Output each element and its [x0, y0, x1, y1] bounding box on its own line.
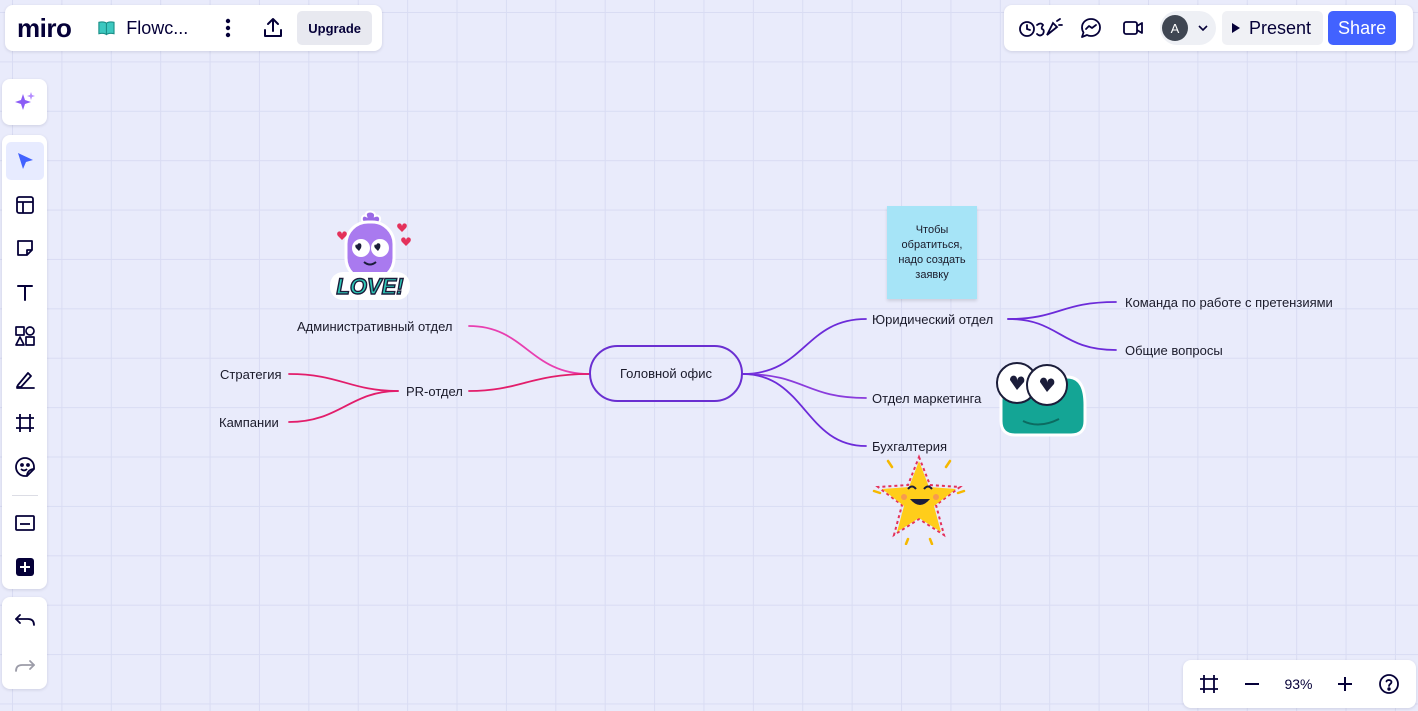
connector-legal	[742, 318, 867, 375]
chat-icon	[1081, 18, 1101, 38]
upgrade-button[interactable]: Upgrade	[297, 11, 372, 45]
zoom-in-button[interactable]	[1336, 675, 1354, 693]
reactions-button[interactable]	[1018, 11, 1064, 45]
minus-icon	[1244, 683, 1259, 685]
more-options-button[interactable]	[216, 11, 239, 45]
frame-tool[interactable]	[6, 404, 44, 442]
node-marketing[interactable]: Отдел маркетинга	[872, 391, 982, 406]
sparkle-icon	[14, 92, 35, 110]
smiling-star-sticker[interactable]	[872, 453, 966, 545]
stickers-icon	[14, 456, 35, 477]
book-icon	[98, 21, 115, 36]
sticky-note[interactable]: Чтобы обратиться, надо создать заявку	[887, 206, 977, 299]
connector-general	[1007, 318, 1117, 351]
zoom-level[interactable]: 93%	[1284, 676, 1313, 692]
fit-to-screen-button[interactable]	[1199, 674, 1219, 694]
video-icon	[1123, 21, 1143, 35]
undo-button[interactable]	[6, 601, 44, 639]
collaboration-panel: A Present Share	[1004, 5, 1413, 51]
text-tool[interactable]	[6, 273, 44, 311]
avatar[interactable]: A	[1162, 15, 1188, 41]
node-general[interactable]: Общие вопросы	[1125, 343, 1223, 358]
templates-tool[interactable]	[6, 186, 44, 224]
sticky-note-icon	[16, 240, 33, 257]
connector-strategy	[288, 373, 399, 392]
frame-icon	[15, 414, 34, 433]
zoom-out-button[interactable]	[1243, 675, 1261, 693]
node-claims-team[interactable]: Команда по работе с претензиями	[1125, 295, 1333, 310]
love-sticker[interactable]: LOVE!	[328, 208, 418, 304]
shapes-tool[interactable]	[6, 317, 44, 355]
node-admin[interactable]: Административный отдел	[297, 319, 453, 334]
redo-icon	[14, 660, 35, 672]
plus-icon	[1338, 677, 1353, 691]
chevron-down-icon	[1198, 25, 1208, 31]
text-icon	[16, 284, 33, 301]
card-icon	[14, 515, 35, 532]
pen-icon	[15, 372, 35, 390]
add-icon	[15, 558, 34, 577]
central-node[interactable]: Головной офис	[589, 345, 743, 402]
ai-assist-button[interactable]	[6, 83, 44, 121]
help-button[interactable]	[1378, 673, 1400, 695]
redo-button[interactable]	[6, 647, 44, 685]
board-header-panel: miro Flowc... Upgrade	[5, 5, 382, 51]
history-toolbar	[2, 597, 47, 689]
connector-claims	[1007, 301, 1117, 320]
pen-tool[interactable]	[6, 361, 44, 399]
shapes-icon	[14, 325, 35, 346]
stickers-tool[interactable]	[6, 448, 44, 486]
heart-eyes-sticker[interactable]	[995, 355, 1087, 437]
collaborators-menu[interactable]: A	[1160, 11, 1216, 45]
cursor-icon	[17, 152, 33, 169]
sticky-note-tool[interactable]	[6, 229, 44, 267]
board-title[interactable]: Flowc...	[126, 17, 189, 38]
frame-icon	[1199, 675, 1218, 693]
vertical-dots-icon	[225, 18, 230, 38]
connector-pr	[468, 373, 590, 392]
upload-icon	[264, 18, 283, 37]
play-icon	[1232, 23, 1240, 33]
present-label: Present	[1249, 17, 1312, 38]
connector-accounting	[742, 373, 867, 447]
select-tool[interactable]	[5, 142, 44, 180]
ai-toolbar	[2, 79, 47, 125]
node-campaigns[interactable]: Кампании	[219, 415, 279, 430]
node-legal[interactable]: Юридический отдел	[872, 312, 994, 327]
export-button[interactable]	[259, 11, 287, 45]
node-accounting[interactable]: Бухгалтерия	[872, 439, 948, 454]
connector-marketing	[742, 373, 867, 399]
share-button[interactable]: Share	[1328, 11, 1397, 45]
connector-campaigns	[288, 390, 399, 423]
reactions-icon	[1019, 18, 1063, 37]
chat-button[interactable]	[1074, 11, 1108, 45]
node-strategy[interactable]: Стратегия	[220, 367, 282, 382]
help-icon	[1379, 674, 1399, 694]
zoom-panel: 93%	[1183, 660, 1416, 708]
toolbar-divider	[11, 494, 38, 496]
node-pr[interactable]: PR-отдел	[406, 384, 463, 399]
templates-icon	[15, 195, 34, 214]
undo-icon	[14, 614, 35, 626]
present-button[interactable]: Present	[1222, 11, 1324, 45]
more-tools-button[interactable]	[6, 548, 44, 586]
miro-logo[interactable]: miro	[17, 12, 72, 43]
love-sticker-text: LOVE!	[336, 274, 403, 299]
card-tool[interactable]	[6, 505, 44, 543]
connector-admin	[468, 325, 590, 375]
video-call-button[interactable]	[1116, 11, 1150, 45]
creation-toolbar	[2, 135, 47, 589]
